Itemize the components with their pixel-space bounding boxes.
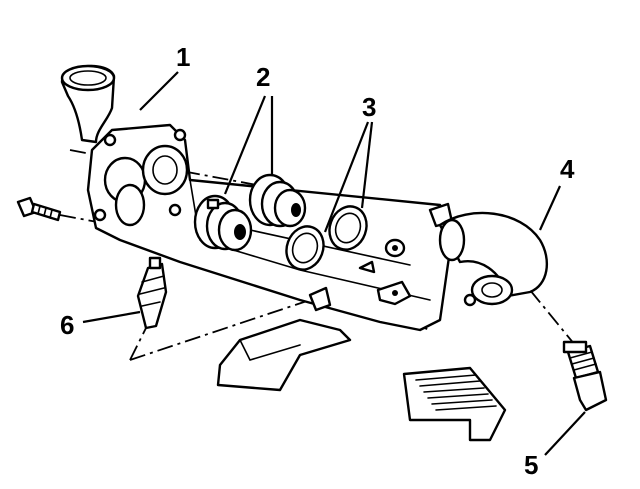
thermostat-left bbox=[193, 194, 253, 252]
seal-right bbox=[328, 205, 368, 251]
callout-6: 6 bbox=[60, 310, 74, 340]
thermostat-housing bbox=[86, 123, 457, 332]
mounting-bolt bbox=[16, 196, 62, 222]
callout-5: 5 bbox=[524, 450, 538, 480]
support-bracket bbox=[216, 318, 352, 392]
callout-2: 2 bbox=[256, 62, 270, 92]
seal-left bbox=[285, 225, 325, 271]
callout-labels: 1 2 3 4 5 6 bbox=[60, 42, 575, 480]
callout-leaders bbox=[82, 71, 586, 456]
coolant-fitting bbox=[562, 340, 608, 412]
elbow-pipe bbox=[438, 211, 548, 307]
outlet-pipe bbox=[60, 64, 116, 144]
callout-3: 3 bbox=[362, 92, 376, 122]
thermostat-right bbox=[248, 173, 307, 228]
temperature-sensor bbox=[136, 256, 168, 330]
callout-4: 4 bbox=[560, 154, 575, 184]
front-direction-arrow bbox=[402, 366, 507, 442]
callout-1: 1 bbox=[176, 42, 190, 72]
